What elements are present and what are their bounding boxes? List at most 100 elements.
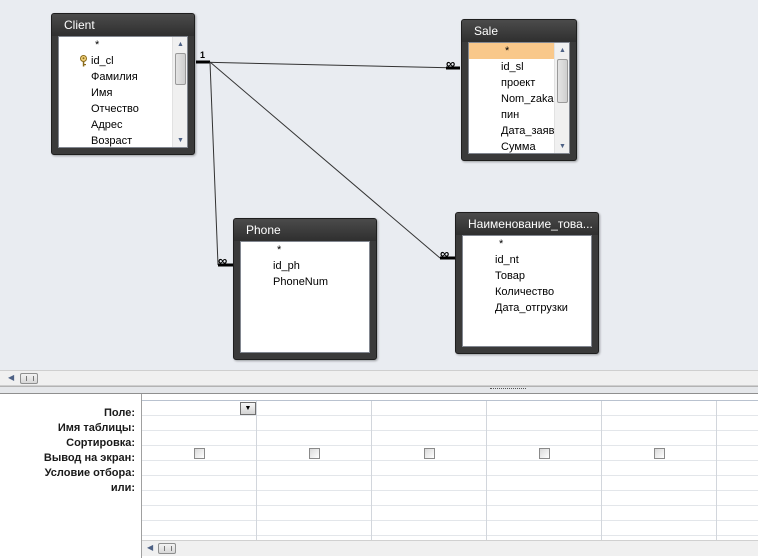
grid-column[interactable] — [717, 401, 758, 541]
grid-cell-or[interactable] — [487, 476, 601, 491]
field-item[interactable]: пин — [501, 109, 520, 121]
scroll-thumb[interactable] — [158, 543, 176, 554]
table-naimenovanie-title[interactable]: Наименование_това... — [456, 213, 598, 235]
field-item[interactable]: * — [95, 39, 100, 51]
field-item[interactable]: Фамилия — [91, 71, 138, 83]
grid-cell-or[interactable] — [487, 491, 601, 506]
grid-cell-or[interactable] — [717, 476, 758, 491]
grid-cell-criteria[interactable] — [717, 461, 758, 476]
grid-cell-sort[interactable] — [372, 431, 486, 446]
grid-cell-or[interactable] — [257, 476, 371, 491]
field-item[interactable]: Nom_zakaza — [501, 93, 566, 105]
table-sale[interactable]: Sale * id_sl проект Nom_zakaza пин Дата_… — [461, 19, 577, 161]
field-item[interactable]: Возраст — [91, 135, 133, 147]
grid-cell-or[interactable] — [142, 506, 256, 521]
table-naimenovanie-fields[interactable]: * id_nt Товар Количество Дата_отгрузки — [462, 235, 592, 347]
grid-cell-or[interactable] — [717, 521, 758, 536]
grid-cell-table[interactable] — [717, 416, 758, 431]
grid-cell-sort[interactable] — [257, 431, 371, 446]
scroll-thumb[interactable] — [557, 59, 568, 103]
grid-cell-show[interactable] — [257, 446, 371, 461]
show-checkbox[interactable] — [654, 448, 665, 459]
table-client-fields[interactable]: * id_cl Фамилия Имя Отчество Адрес Возра… — [58, 36, 188, 148]
scroll-down-icon[interactable]: ▼ — [177, 136, 184, 144]
field-item-selected[interactable]: * — [469, 43, 569, 59]
field-item[interactable]: id_nt — [495, 254, 519, 266]
grid-cell-field[interactable] — [717, 401, 758, 416]
grid-cell-or[interactable] — [717, 491, 758, 506]
scroll-thumb[interactable] — [175, 53, 186, 85]
grid-cell-or[interactable] — [602, 491, 716, 506]
grid-cell-show[interactable] — [717, 446, 758, 461]
grid-cell-table[interactable] — [257, 416, 371, 431]
query-design-grid[interactable]: Поле: Имя таблицы: Сортировка: Вывод на … — [0, 394, 758, 558]
grid-cell-or[interactable] — [487, 506, 601, 521]
scroll-down-icon[interactable]: ▼ — [559, 142, 566, 150]
table-phone-title[interactable]: Phone — [234, 219, 376, 241]
field-item[interactable]: Адрес — [91, 119, 123, 131]
grid-cell-or[interactable] — [257, 521, 371, 536]
grid-cell-or[interactable] — [372, 506, 486, 521]
grid-cell-or[interactable] — [257, 491, 371, 506]
grid-horizontal-scrollbar[interactable]: ◀ — [142, 540, 758, 556]
grid-cell-sort[interactable] — [487, 431, 601, 446]
field-item[interactable]: Имя — [91, 87, 113, 99]
grid-cell-or[interactable] — [142, 521, 256, 536]
table-sale-scrollbar[interactable]: ▲ ▼ — [554, 43, 569, 153]
show-checkbox[interactable] — [194, 448, 205, 459]
pane-splitter[interactable] — [0, 386, 758, 394]
grid-cell-criteria[interactable] — [602, 461, 716, 476]
grid-column[interactable] — [257, 401, 372, 541]
table-sale-title[interactable]: Sale — [462, 20, 576, 42]
grid-cell-or[interactable] — [487, 521, 601, 536]
field-item[interactable]: Количество — [495, 286, 555, 298]
splitter-grip-icon[interactable] — [490, 388, 526, 392]
field-item[interactable]: Отчество — [91, 103, 139, 115]
grid-cell-criteria[interactable] — [257, 461, 371, 476]
grid-columns[interactable]: ▼ — [142, 400, 758, 541]
grid-cell-or[interactable] — [257, 506, 371, 521]
grid-cell-or[interactable] — [372, 491, 486, 506]
scroll-thumb[interactable] — [20, 373, 38, 384]
table-phone-fields[interactable]: * id_ph PhoneNum — [240, 241, 370, 353]
scroll-up-icon[interactable]: ▲ — [177, 40, 184, 48]
grid-cell-sort[interactable] — [602, 431, 716, 446]
grid-cell-or[interactable] — [372, 476, 486, 491]
grid-cell-field[interactable] — [602, 401, 716, 416]
field-item[interactable]: Дата_заявки — [501, 125, 566, 137]
field-item[interactable]: проект — [501, 77, 536, 89]
grid-cell-criteria[interactable] — [487, 461, 601, 476]
field-item[interactable]: Сумма — [501, 141, 536, 153]
grid-cell-field[interactable] — [372, 401, 486, 416]
grid-cell-show[interactable] — [372, 446, 486, 461]
grid-cell-criteria[interactable] — [372, 461, 486, 476]
scroll-up-icon[interactable]: ▲ — [559, 46, 566, 54]
grid-cell-field[interactable] — [257, 401, 371, 416]
grid-cell-field[interactable] — [487, 401, 601, 416]
grid-cell-sort[interactable] — [142, 431, 256, 446]
grid-cell-or[interactable] — [372, 521, 486, 536]
show-checkbox[interactable] — [424, 448, 435, 459]
grid-cell-sort[interactable] — [717, 431, 758, 446]
grid-column[interactable] — [487, 401, 602, 541]
scroll-left-icon[interactable]: ◀ — [147, 543, 154, 552]
show-checkbox[interactable] — [309, 448, 320, 459]
field-item[interactable]: Товар — [495, 270, 525, 282]
grid-cell-table[interactable] — [487, 416, 601, 431]
table-phone[interactable]: Phone * id_ph PhoneNum — [233, 218, 377, 360]
grid-cell-table[interactable] — [602, 416, 716, 431]
field-item[interactable]: PhoneNum — [273, 276, 329, 288]
grid-column[interactable]: ▼ — [142, 401, 257, 541]
grid-cell-show[interactable] — [487, 446, 601, 461]
grid-cell-or[interactable] — [142, 491, 256, 506]
field-item[interactable]: id_ph — [273, 260, 300, 272]
query-design-diagram[interactable]: 1 ∞ ∞ ∞ Client * id_cl Фамилия Имя Отчес… — [0, 0, 758, 370]
grid-cell-table[interactable] — [142, 416, 256, 431]
grid-cell-show[interactable] — [602, 446, 716, 461]
grid-cell-or[interactable] — [602, 506, 716, 521]
table-client-title[interactable]: Client — [52, 14, 194, 36]
show-checkbox[interactable] — [539, 448, 550, 459]
diagram-horizontal-scrollbar[interactable]: ◀ — [0, 370, 758, 386]
grid-cell-or[interactable] — [717, 506, 758, 521]
grid-cell-field[interactable]: ▼ — [142, 401, 256, 416]
